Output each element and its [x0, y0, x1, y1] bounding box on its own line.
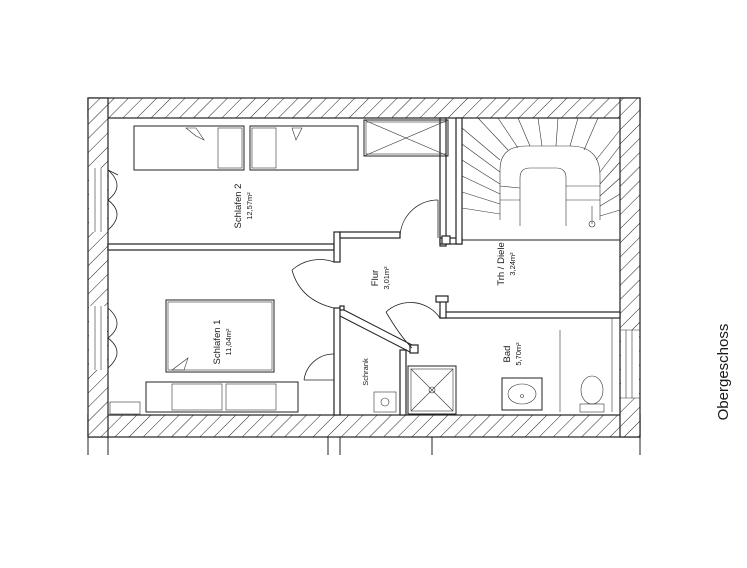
room-name-schrank: Schrank — [361, 358, 370, 386]
room-area-dielen: 3,24m² — [508, 252, 517, 276]
schlafen1-furniture — [109, 259, 335, 415]
interior-walls — [107, 117, 621, 416]
room-label-schlafen1: Schlafen 1 11,04m² — [212, 320, 233, 365]
room-name-schlafen1: Schlafen 1 — [212, 320, 223, 365]
floor-title: Obergeschoss — [715, 324, 732, 421]
room-label-schlafen2: Schlafen 2 12,57m² — [233, 184, 254, 229]
room-name-flur: Flur — [370, 270, 381, 286]
room-name-dielen: Trh / Diele — [496, 242, 507, 285]
room-label-dielen: Trh / Diele 3,24m² — [496, 242, 517, 285]
room-label-schrank: Schrank — [361, 358, 370, 386]
window-schlafen1 — [94, 306, 118, 370]
exterior-walls — [87, 97, 641, 455]
floor-title-group: Obergeschoss — [715, 324, 732, 421]
schlafen2-furniture — [133, 119, 449, 239]
room-area-schlafen1: 11,04m² — [224, 328, 233, 355]
window-schlafen2 — [94, 168, 119, 232]
bad-door — [385, 302, 441, 349]
schrank-door — [303, 353, 397, 413]
room-name-bad: Bad — [502, 346, 513, 363]
window-bad — [620, 329, 640, 399]
room-name-schlafen2: Schlafen 2 — [233, 184, 244, 229]
room-area-flur: 3,01m² — [382, 266, 391, 290]
staircase — [461, 117, 621, 241]
room-label-flur: Flur 3,01m² — [370, 266, 391, 290]
room-area-schlafen2: 12,57m² — [245, 192, 254, 220]
room-label-bad: Bad 5,70m² — [502, 342, 523, 366]
room-area-bad: 5,70m² — [514, 342, 523, 366]
bad-fixtures — [407, 318, 613, 415]
